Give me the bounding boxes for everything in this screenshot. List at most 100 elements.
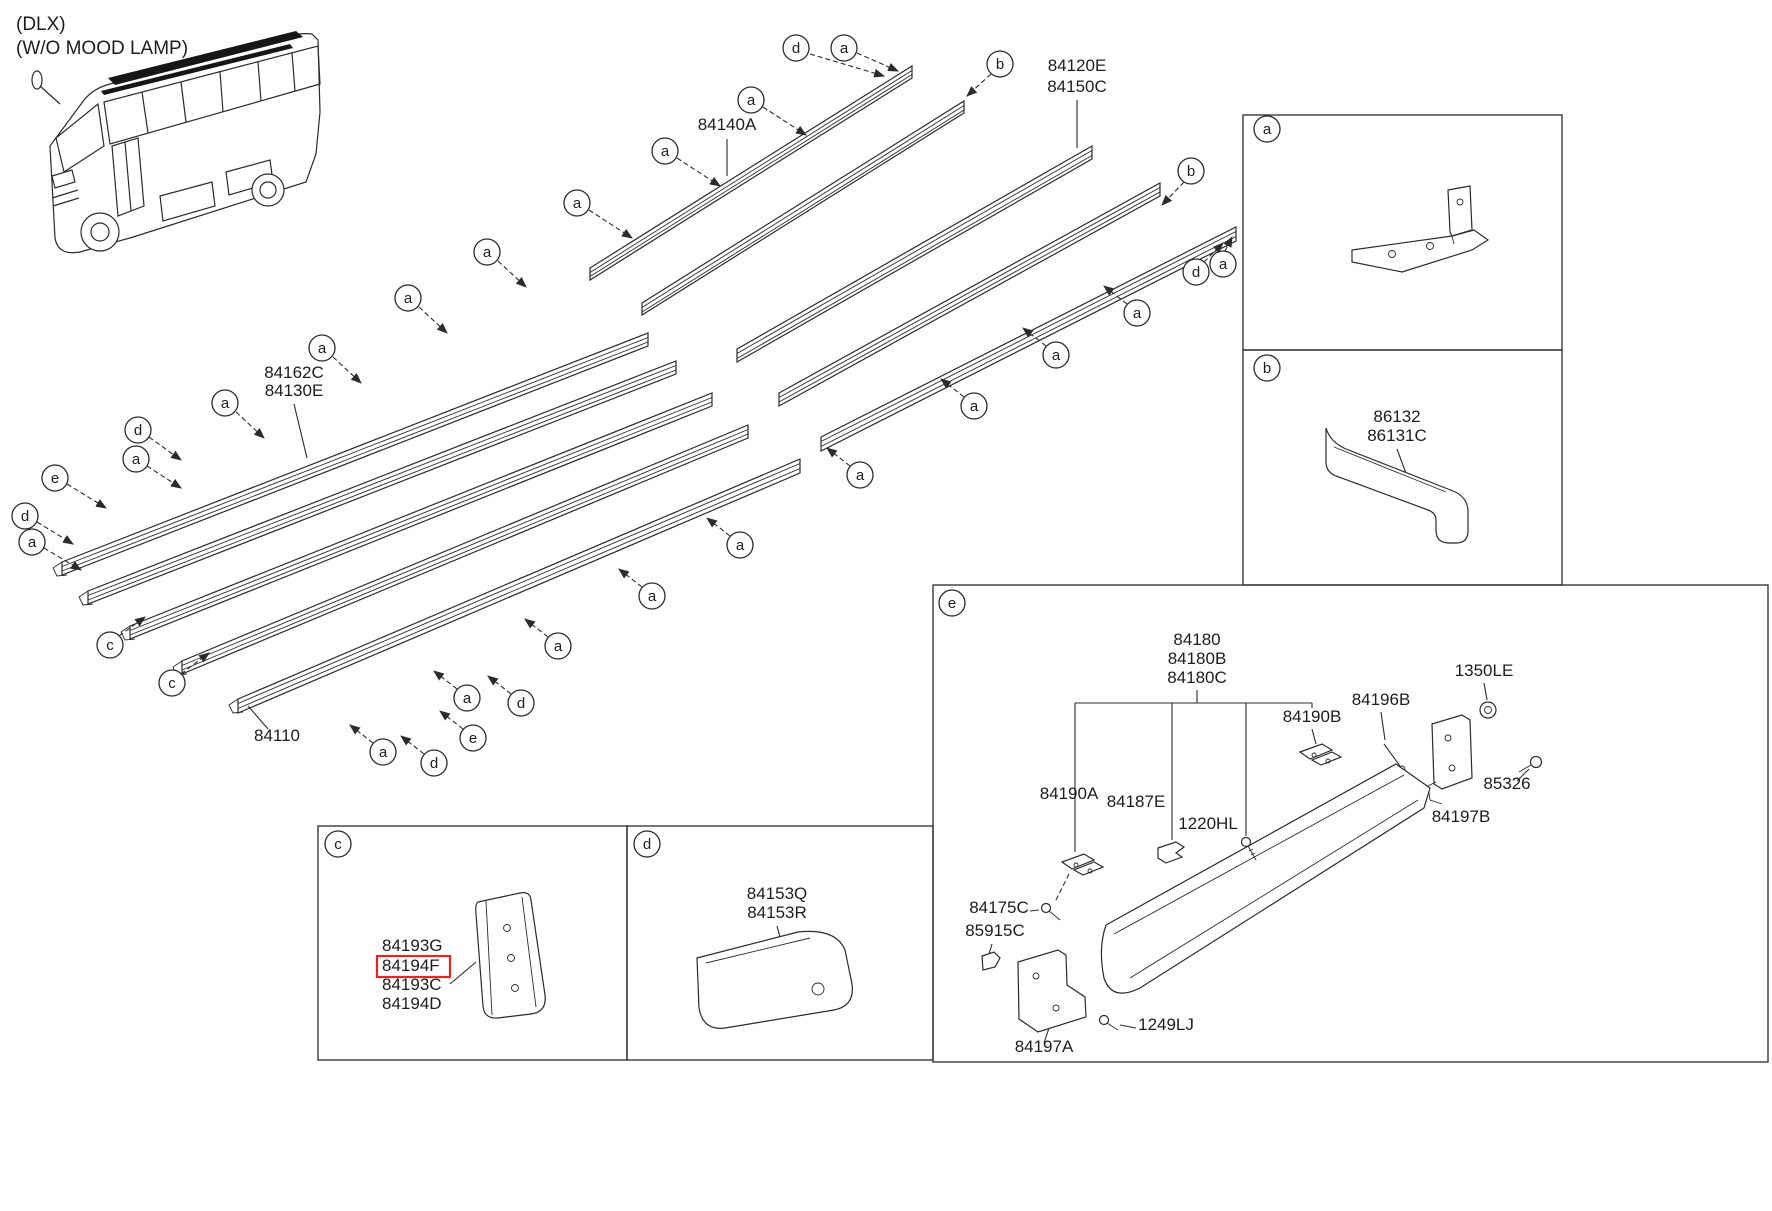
callout-a: a [18, 528, 82, 571]
svg-text:d: d [134, 422, 142, 439]
callout-a: a [394, 284, 448, 334]
part-label-84196B[interactable]: 84196B [1352, 690, 1411, 709]
part-label-84120E[interactable]: 84120E [1048, 56, 1107, 75]
hinge-84190A [1060, 853, 1105, 876]
part-label-84150C[interactable]: 84150C [1047, 77, 1107, 96]
svg-text:e: e [948, 595, 956, 612]
callout-a: a [826, 447, 874, 489]
callout-e: e [41, 464, 107, 509]
inset-c-letter: c [324, 830, 352, 858]
inset-b-letter: b [1253, 354, 1281, 382]
part-label-84175C[interactable]: 84175C [969, 898, 1029, 917]
roof-trim-highlight [108, 31, 303, 85]
callout-a: a [618, 568, 666, 610]
part-label-1249LJ[interactable]: 1249LJ [1138, 1015, 1194, 1034]
inset-c-part [475, 892, 546, 1019]
svg-text:d: d [430, 755, 438, 772]
callout-a: a [940, 378, 988, 420]
hinge-84190B [1298, 743, 1343, 766]
highlighted-part-box[interactable] [375, 954, 452, 979]
part-label-84187E[interactable]: 84187E [1107, 792, 1166, 811]
part-label-84110[interactable]: 84110 [254, 726, 300, 745]
part-label-84197B[interactable]: 84197B [1432, 807, 1491, 826]
svg-text:a: a [1263, 121, 1272, 138]
callout-a: a [122, 445, 182, 489]
svg-text:a: a [28, 534, 37, 551]
callout-d: d [124, 416, 182, 461]
roof-trim-strip-l3 [120, 392, 713, 641]
roof-trim-strip-l1 [52, 332, 649, 577]
part-label-84194D[interactable]: 84194D [382, 994, 442, 1013]
svg-text:a: a [318, 340, 327, 357]
part-label-84162C[interactable]: 84162C [264, 363, 324, 382]
callout-d: d [1182, 242, 1224, 286]
svg-text:b: b [1187, 163, 1195, 180]
part-label-84193C[interactable]: 84193C [382, 975, 442, 994]
callout-a: a [1022, 327, 1070, 369]
screw-84175C [1040, 871, 1071, 921]
roof-trim-strip-l5 [228, 458, 801, 714]
svg-text:a: a [856, 467, 865, 484]
part-label-84180B[interactable]: 84180B [1168, 649, 1227, 668]
svg-text:e: e [51, 470, 59, 487]
inset-box-a: a [1242, 114, 1563, 351]
part-label-85915C[interactable]: 85915C [965, 921, 1025, 940]
callout-a: a [563, 189, 633, 239]
part-label-84130E[interactable]: 84130E [265, 381, 324, 400]
svg-text:d: d [792, 40, 800, 57]
svg-text:a: a [221, 395, 230, 412]
callout-c: c [158, 652, 210, 697]
svg-text:a: a [573, 195, 582, 212]
part-label-1350LE[interactable]: 1350LE [1455, 661, 1514, 680]
callout-d: d [782, 34, 886, 78]
svg-text:d: d [643, 836, 651, 853]
part-label-84194F-highlighted[interactable]: 84194F [382, 956, 440, 975]
callout-a: a [349, 724, 397, 766]
callout-c: c [96, 616, 146, 659]
part-label-84190B[interactable]: 84190B [1283, 707, 1342, 726]
svg-text:a: a [1219, 256, 1228, 273]
part-label-84197A[interactable]: 84197A [1015, 1037, 1074, 1056]
screw-1220HL [1240, 836, 1257, 861]
callout-d: d [487, 675, 535, 717]
svg-text:d: d [517, 695, 525, 712]
part-label-84190A[interactable]: 84190A [1040, 784, 1099, 803]
part-label-85326[interactable]: 85326 [1483, 774, 1530, 793]
part-label-84153R[interactable]: 84153R [747, 903, 807, 922]
svg-text:a: a [379, 744, 388, 761]
part-label-84140A[interactable]: 84140A [698, 115, 757, 134]
part-label-86132[interactable]: 86132 [1373, 407, 1420, 426]
svg-text:a: a [554, 638, 563, 655]
callout-a: a [308, 334, 362, 384]
side-molding-84180 [1100, 763, 1431, 994]
svg-text:a: a [840, 40, 849, 57]
inset-a-letter: a [1253, 115, 1281, 143]
part-label-84153Q[interactable]: 84153Q [747, 884, 808, 903]
callout-a: a [651, 137, 721, 187]
svg-text:b: b [996, 56, 1004, 73]
screw-1249LJ [1098, 1014, 1119, 1031]
svg-text:a: a [970, 398, 979, 415]
inset-box-d: d 84153Q 84153R [626, 825, 934, 1061]
callout-a: a [1103, 285, 1151, 327]
part-label-1220HL[interactable]: 1220HL [1178, 814, 1238, 833]
bracket-84197B [1427, 714, 1473, 805]
callout-d: d [11, 502, 74, 545]
inset-d-letter: d [633, 830, 661, 858]
svg-text:a: a [404, 290, 413, 307]
callout-d: d [400, 735, 448, 777]
callout-a: a [1209, 236, 1237, 278]
part-label-86131C[interactable]: 86131C [1367, 426, 1427, 445]
part-label-84180[interactable]: 84180 [1173, 630, 1220, 649]
variant-label: (DLX) [16, 14, 66, 35]
svg-text:c: c [106, 637, 114, 654]
callout-b: b [966, 50, 1014, 97]
svg-text:a: a [736, 537, 745, 554]
part-label-84193G[interactable]: 84193G [382, 936, 443, 955]
part-label-84180C[interactable]: 84180C [1167, 668, 1227, 687]
svg-text:a: a [661, 143, 670, 160]
bracket-84197A [1017, 949, 1087, 1033]
svg-text:a: a [463, 690, 472, 707]
callout-a: a [706, 517, 754, 559]
callout-a: a [737, 86, 807, 136]
